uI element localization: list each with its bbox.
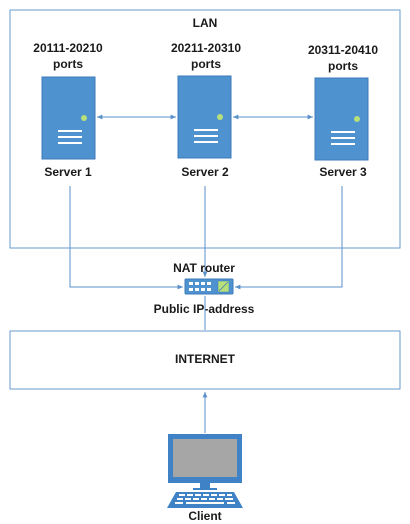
internet-label: INTERNET	[175, 352, 236, 366]
server-3-label: Server 3	[319, 165, 367, 179]
server-3-icon	[314, 77, 369, 161]
public-ip-label: Public IP-address	[154, 302, 255, 316]
router-label: NAT router	[173, 261, 235, 275]
server-1-ports-suffix: ports	[53, 57, 83, 71]
link-server3-router	[235, 186, 343, 290]
link-server1-router	[69, 186, 183, 290]
internet-box	[9, 330, 401, 390]
server-1-ports: 20111-20210	[33, 41, 103, 55]
lan-label: LAN	[193, 16, 218, 30]
server-1-icon	[41, 76, 96, 160]
router-icon	[184, 278, 234, 295]
server-2-icon	[177, 75, 232, 159]
server-2-ports-suffix: ports	[191, 57, 221, 71]
server-3-ports-suffix: ports	[328, 59, 358, 73]
server-3-ports: 20311-20410	[308, 43, 378, 57]
client-computer-icon	[167, 434, 243, 508]
client-label: Client	[188, 509, 221, 523]
server-1-label: Server 1	[44, 165, 92, 179]
server-2-label: Server 2	[181, 165, 229, 179]
server-2-ports: 20211-20310	[171, 41, 241, 55]
